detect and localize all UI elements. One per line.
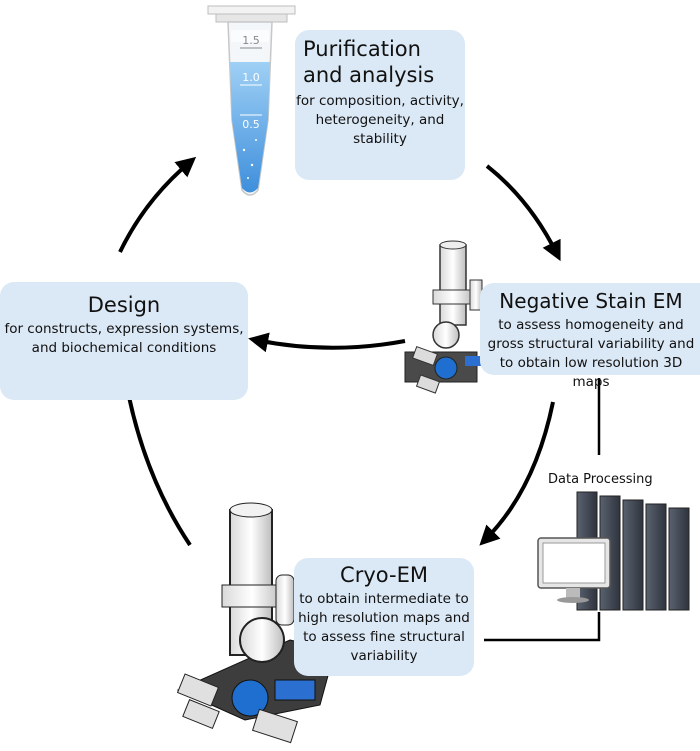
purification-subtitle: for composition, activity, heterogeneity…: [296, 93, 464, 147]
tube-mark-0-5: 0.5: [242, 118, 260, 131]
tube-mark-1-5: 1.5: [242, 34, 260, 47]
cryo-em-title: Cryo-EM: [340, 563, 428, 587]
negative-stain-box: Negative Stain EM to assess homogeneity …: [480, 283, 700, 390]
purification-title: Purification and analysis: [303, 37, 435, 87]
data-processing-label: Data Processing: [548, 472, 653, 487]
negative-stain-title: Negative Stain EM: [499, 289, 683, 313]
tube-mark-1-0: 1.0: [242, 71, 260, 84]
monitor-icon: [537, 537, 611, 603]
purification-box: Purification and analysis for compositio…: [295, 30, 465, 180]
arrow-negstain-to-design: [248, 332, 406, 353]
negative-stain-microscope-icon: [404, 240, 483, 394]
cryo-em-subtitle: to obtain intermediate to high resolutio…: [298, 591, 470, 664]
design-title: Design: [87, 293, 161, 317]
cryo-em-box: Cryo-EM to obtain intermediate to high r…: [294, 558, 474, 676]
design-box: Design for constructs, expression system…: [0, 282, 248, 400]
arrow-negstain-to-cryo: [479, 401, 555, 546]
negative-stain-subtitle: to assess homogeneity and gross structur…: [487, 317, 695, 390]
arrow-design-to-purification: [118, 156, 197, 253]
connector-cryo-to-data: [484, 612, 601, 642]
design-subtitle: for constructs, expression systems, and …: [4, 321, 244, 356]
cryo-microscope-icon: [176, 502, 336, 744]
tube-icon: 1.5 1.0 0.5: [207, 5, 296, 196]
arrow-purification-to-negstain: [485, 164, 561, 262]
